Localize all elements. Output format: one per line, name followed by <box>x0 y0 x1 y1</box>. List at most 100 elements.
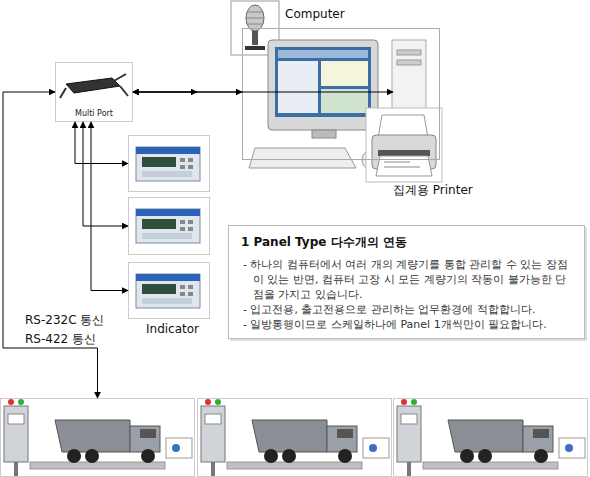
truck-scale-picture <box>397 399 585 476</box>
indicator-picture-part <box>136 274 200 281</box>
node-text: - 하나의 컴퓨터에서 여러 개의 계량기를 통합 관리할 수 있는 장점이 있… <box>241 257 574 302</box>
truck-scale-picture-part <box>559 438 585 458</box>
truck-scale-picture-part <box>533 429 549 438</box>
truck-scale-picture-part <box>227 462 362 469</box>
indicator-picture-part <box>188 165 193 169</box>
truck-scale-picture-part <box>140 429 156 438</box>
truck-scale-box <box>393 398 588 477</box>
connector-arrow <box>133 92 242 93</box>
truck-scale-picture-part <box>337 429 353 438</box>
indicator-picture-part <box>142 219 176 229</box>
microphone-picture-part <box>245 46 265 50</box>
indicator-picture-part <box>136 209 200 216</box>
truck-scale-picture-part <box>460 449 474 463</box>
truck-scale-picture-part <box>327 426 357 452</box>
computer-box: Computer <box>242 28 440 160</box>
connector-arrow <box>83 122 128 226</box>
indicator-picture-part <box>180 220 185 224</box>
truck-scale-picture-part <box>448 420 523 452</box>
printer-picture-part <box>384 162 410 163</box>
indicator-picture-part <box>188 292 193 296</box>
truck-scale-picture-part <box>201 406 225 462</box>
connector-arrow <box>91 122 128 291</box>
computer-picture-part <box>275 47 371 117</box>
truck-scale-picture-part <box>401 399 407 405</box>
microphone-picture-part <box>247 24 263 25</box>
multi-port-box: Multi Port <box>55 62 133 122</box>
signal-label: RS-232C 통신 <box>25 312 104 329</box>
indicator-picture-part <box>188 220 193 224</box>
printer-picture <box>366 108 442 182</box>
indicator-picture <box>136 274 200 308</box>
truck-scale-picture-part <box>282 449 296 463</box>
indicator-picture-part <box>142 298 192 304</box>
computer-picture-part <box>321 61 368 86</box>
microphone-picture-part <box>246 18 264 19</box>
truck-scale-picture-part <box>423 462 558 469</box>
truck-scale-picture-part <box>172 444 180 452</box>
printer-picture-part <box>366 108 442 182</box>
indicator-picture-part <box>136 274 200 308</box>
indicator-box <box>128 262 210 319</box>
truck-scale-picture-part <box>205 414 221 424</box>
microphone-picture-part <box>252 31 258 45</box>
truck-scale-picture-part <box>534 449 548 463</box>
computer-picture-part <box>278 61 318 113</box>
truck-scale-picture-part <box>166 438 192 458</box>
truck-scale-picture-part <box>8 414 24 424</box>
multi-port-picture <box>60 74 128 98</box>
truck-scale-picture-part <box>252 420 327 452</box>
computer-picture-part <box>321 89 368 113</box>
truck-scale-picture-part <box>478 449 492 463</box>
printer-picture-part <box>384 167 420 168</box>
indicator-picture-part <box>188 285 193 289</box>
indicator-picture-part <box>142 157 176 167</box>
indicator-picture-part <box>188 158 193 162</box>
indicator-picture-part <box>180 292 185 296</box>
multi-port-picture-part <box>112 74 126 82</box>
computer-picture-part <box>312 130 336 138</box>
truck-scale-picture-part <box>215 399 221 405</box>
indicator-box <box>128 135 210 192</box>
truck-scale-picture-part <box>205 399 211 405</box>
indicator-picture-part <box>136 147 200 154</box>
printer-picture-part <box>378 150 430 156</box>
truck-scale-box <box>0 398 195 477</box>
truck-scale-picture-part <box>363 438 389 458</box>
indicator-picture-part <box>180 285 185 289</box>
indicator-picture-part <box>142 171 192 177</box>
truck-scale-picture-part <box>4 406 28 462</box>
truck-scale-picture-part <box>18 399 24 405</box>
indicator-picture-part <box>142 284 176 294</box>
printer-label: 집계용 Printer <box>393 182 473 199</box>
truck-scale-picture-part <box>85 449 99 463</box>
truck-scale-picture-part <box>67 449 81 463</box>
signal-label: RS-422 통신 <box>25 331 96 348</box>
truck-scale-box <box>197 398 392 477</box>
node-heading: Computer <box>285 7 345 21</box>
connector-arrow <box>133 92 393 93</box>
indicator-picture-part <box>136 209 200 243</box>
node-heading: Multi Port <box>56 109 132 118</box>
node-text: - 일방통행이므로 스케일하나에 Panel 1개씩만이 필요합니다. <box>241 317 574 332</box>
computer-picture-part <box>249 148 356 168</box>
node-heading: 1 Panel Type 다수개의 연동 <box>241 234 574 251</box>
indicator-picture-part <box>136 147 200 181</box>
connector-arrow <box>3 92 98 398</box>
connector-arrow <box>75 122 128 164</box>
computer-picture-part <box>397 50 421 55</box>
truck-scale-picture-part <box>211 462 215 476</box>
connector-arrow <box>133 92 197 93</box>
truck-scale-picture-part <box>14 462 18 476</box>
indicator-picture-part <box>142 233 192 239</box>
truck-scale-picture-part <box>369 444 377 452</box>
indicator-picture-part <box>180 227 185 231</box>
truck-scale-picture-part <box>407 462 411 476</box>
truck-scale-picture-part <box>565 444 573 452</box>
truck-scale-picture-part <box>130 426 160 452</box>
truck-scale-picture-part <box>141 449 155 463</box>
printer-picture-part <box>376 156 432 176</box>
truck-scale-picture-part <box>55 420 130 452</box>
indicator-picture-part <box>188 227 193 231</box>
